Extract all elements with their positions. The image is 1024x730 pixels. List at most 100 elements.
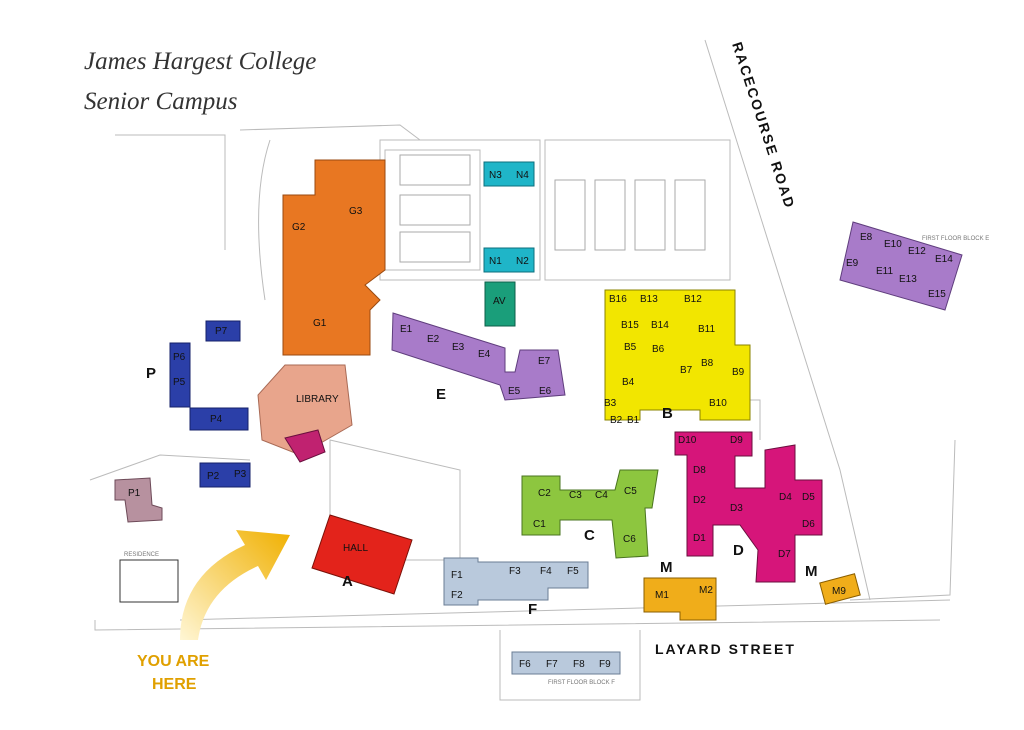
- room-label: F9: [599, 659, 611, 670]
- p5-p6-building[interactable]: [169, 342, 191, 408]
- room-label: B9: [732, 367, 745, 378]
- f-block-first-floor[interactable]: [511, 651, 621, 675]
- room-label: P1: [128, 488, 141, 499]
- room-label: F1: [451, 570, 463, 581]
- room-label: C5: [624, 486, 637, 497]
- room-label: B8: [701, 358, 714, 369]
- room-label: C4: [595, 490, 608, 501]
- room-label: B3: [604, 398, 617, 409]
- room-label: E13: [899, 274, 917, 285]
- hall-building[interactable]: [311, 514, 413, 595]
- racecourse-road-label: RACECOURSE ROAD: [729, 40, 798, 211]
- room-label: B1: [627, 415, 640, 426]
- room-label: B16: [609, 294, 627, 305]
- room-label: HALL: [343, 543, 368, 554]
- block-letter-a: A: [342, 573, 353, 590]
- room-label: C3: [569, 490, 582, 501]
- e-block-first-floor[interactable]: [839, 221, 963, 311]
- room-label: P7: [215, 326, 228, 337]
- residence-building[interactable]: [119, 559, 179, 603]
- room-label: F2: [451, 590, 463, 601]
- room-label: LIBRARY: [296, 394, 339, 405]
- b-block[interactable]: [604, 289, 751, 421]
- you-are-here-arrow: [180, 530, 290, 640]
- room-label: E9: [846, 258, 859, 269]
- room-label: AV: [493, 296, 506, 307]
- room-label: N1: [489, 256, 502, 267]
- c-block[interactable]: [521, 469, 659, 559]
- first-floor-f-label: FIRST FLOOR BLOCK F: [548, 680, 615, 686]
- room-label: B7: [680, 365, 693, 376]
- room-label: E11: [876, 266, 893, 277]
- d-block[interactable]: [674, 431, 823, 583]
- room-label: B11: [698, 324, 715, 335]
- room-label: D7: [778, 549, 791, 560]
- room-label: D5: [802, 492, 815, 503]
- room-label: E8: [860, 232, 873, 243]
- room-label: F4: [540, 566, 552, 577]
- room-label: P4: [210, 414, 223, 425]
- room-label: P6: [173, 352, 186, 363]
- p7-building[interactable]: [205, 320, 241, 342]
- room-label: C6: [623, 534, 636, 545]
- room-label: B13: [640, 294, 658, 305]
- room-label: B5: [624, 342, 637, 353]
- room-label: B6: [652, 344, 665, 355]
- p1-building[interactable]: [114, 477, 163, 523]
- room-label: N4: [516, 170, 529, 181]
- room-label: D9: [730, 435, 743, 446]
- block-letter-f: F: [528, 601, 537, 618]
- block-g[interactable]: G3 G2 G1: [282, 159, 386, 356]
- block-p[interactable]: [169, 320, 251, 488]
- room-label: F3: [509, 566, 521, 577]
- room-label: G1: [313, 318, 327, 329]
- room-label: D10: [678, 435, 697, 446]
- av-building[interactable]: [484, 281, 516, 327]
- site-outlines: [89, 39, 956, 701]
- room-label: D6: [802, 519, 815, 530]
- block-n[interactable]: [483, 161, 535, 273]
- map-subtitle: Senior Campus: [84, 88, 238, 115]
- p2-p3-building[interactable]: [199, 462, 251, 488]
- block-letter-c: C: [584, 527, 595, 544]
- room-label: E10: [884, 239, 902, 250]
- room-label: E6: [539, 386, 552, 397]
- block-letter-p: P: [146, 365, 156, 382]
- room-label: M9: [832, 586, 846, 597]
- room-label: D8: [693, 465, 706, 476]
- gym-building[interactable]: [282, 159, 386, 356]
- f-block[interactable]: [443, 557, 589, 606]
- you-are-here-line2: HERE: [152, 676, 197, 693]
- library-annex[interactable]: [284, 429, 326, 463]
- room-label: E15: [928, 289, 946, 300]
- room-label: B14: [651, 320, 669, 331]
- e-block-main[interactable]: [391, 312, 566, 401]
- block-letter-m: M: [660, 559, 673, 576]
- m9-building[interactable]: [819, 573, 861, 605]
- room-label: F8: [573, 659, 585, 670]
- room-label: D3: [730, 503, 743, 514]
- room-label: D4: [779, 492, 792, 503]
- room-label: C1: [533, 519, 546, 530]
- room-label: C2: [538, 488, 551, 499]
- room-label: F6: [519, 659, 531, 670]
- room-label: N2: [516, 256, 529, 267]
- room-label: B10: [709, 398, 727, 409]
- room-label: B15: [621, 320, 639, 331]
- block-letter-m9: M: [805, 563, 818, 580]
- room-label: P5: [173, 377, 186, 388]
- block-letter-e: E: [436, 386, 446, 403]
- room-label: P2: [207, 471, 220, 482]
- room-label: D1: [693, 533, 706, 544]
- room-label: G2: [292, 222, 306, 233]
- n-building-north[interactable]: [483, 161, 535, 187]
- room-label: M2: [699, 585, 713, 596]
- room-label: F7: [546, 659, 558, 670]
- room-label: B2: [610, 415, 623, 426]
- n-building-south[interactable]: [483, 247, 535, 273]
- p4-building[interactable]: [189, 407, 249, 431]
- residence-label: RESIDENCE: [124, 552, 159, 558]
- block-letter-d: D: [733, 542, 744, 559]
- m-block[interactable]: [643, 577, 717, 621]
